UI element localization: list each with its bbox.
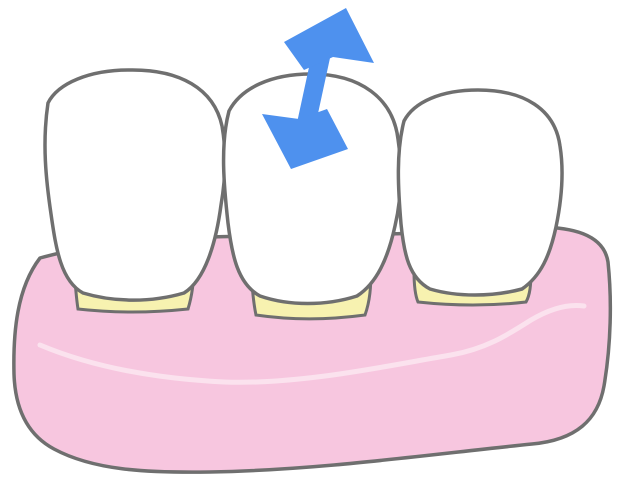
tooth-left — [45, 70, 225, 312]
tooth-right — [398, 90, 562, 305]
tooth-crown-left — [45, 70, 225, 300]
tooth-crown-right — [398, 90, 562, 295]
